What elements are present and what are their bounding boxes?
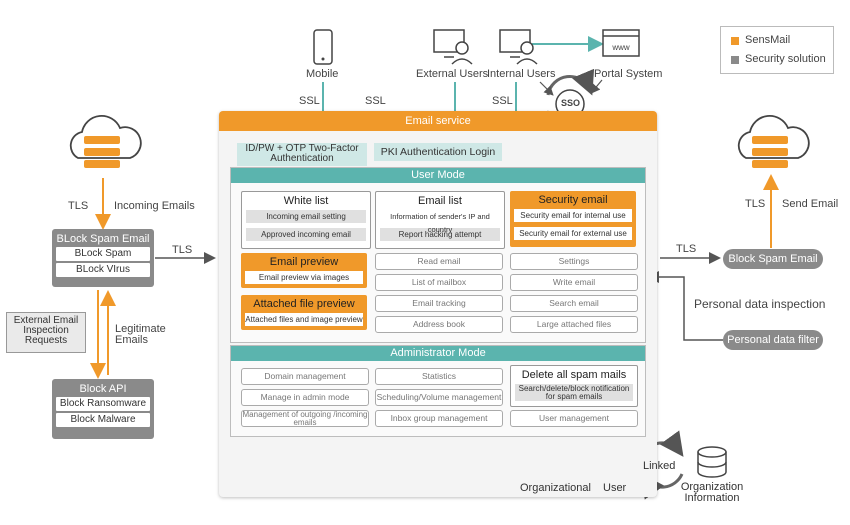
mobile-label: Mobile — [306, 68, 339, 80]
read-email-button[interactable]: Read email — [375, 253, 503, 270]
personal-data-inspection-label: Personal data inspection — [694, 297, 826, 311]
legend-label-sensmail: SensMail — [745, 34, 791, 46]
portal-system-label: Portal System — [594, 68, 663, 80]
tls-label-right-mid: TLS — [676, 243, 697, 255]
security-email-card: Security email Security email for intern… — [510, 191, 636, 247]
organizational-label: Organizational — [520, 482, 591, 494]
legend-swatch-sensmail — [731, 37, 739, 45]
external-email-inspection-requests: External Email Inspection Requests — [6, 312, 86, 353]
attached-file-preview-title: Attached file preview — [253, 298, 355, 310]
settings-button[interactable]: Settings — [510, 253, 638, 270]
user-management-button[interactable]: User management — [510, 410, 638, 427]
block-virus-item: BLock VIrus — [56, 263, 150, 277]
write-email-button[interactable]: Write email — [510, 274, 638, 291]
email-tracking-button[interactable]: Email tracking — [375, 295, 503, 312]
legitimate-emails-label: Legitimate Emails — [115, 323, 166, 346]
block-api-title: Block API — [79, 383, 127, 395]
block-ransomware-item: Block Ransomware — [56, 397, 150, 411]
legend-label-security: Security solution — [745, 53, 826, 65]
email-preview-item[interactable]: Email preview via images — [245, 271, 363, 284]
personal-data-line — [647, 271, 723, 341]
incoming-emails-label: Incoming Emails — [114, 200, 195, 212]
block-spam-item: BLock Spam — [56, 247, 150, 261]
scheduling-volume-button[interactable]: Scheduling/Volume management — [375, 389, 503, 406]
legend: SensMail Security solution — [720, 26, 834, 74]
delete-spam-item[interactable]: Search/delete/block notification for spa… — [515, 384, 633, 401]
email-service-panel: Email service ID/PW + OTP Two-Factor Aut… — [219, 111, 657, 497]
security-email-item[interactable]: Security email for external use — [514, 227, 632, 240]
block-spam-email-box: BLock Spam Email BLock Spam BLock VIrus — [52, 229, 154, 287]
user-mode-header: User Mode — [231, 168, 645, 183]
security-email-title: Security email — [538, 194, 608, 206]
block-malware-item: Block Malware — [56, 413, 150, 427]
pki-auth-box: PKI Authentication Login — [374, 143, 502, 161]
security-email-item[interactable]: Security email for internal use — [514, 209, 632, 222]
delete-spam-title: Delete all spam mails — [521, 369, 627, 381]
domain-management-button[interactable]: Domain management — [241, 368, 369, 385]
administrator-mode-section: Administrator Mode Domain management Man… — [230, 345, 646, 437]
list-of-mailbox-button[interactable]: List of mailbox — [375, 274, 503, 291]
block-api-box: Block API Block Ransomware Block Malware — [52, 379, 154, 439]
white-list-item[interactable]: Approved incoming email — [246, 228, 366, 241]
legend-swatch-security — [731, 56, 739, 64]
send-email-label: Send Email — [782, 198, 839, 210]
address-book-button[interactable]: Address book — [375, 316, 503, 333]
email-preview-card: Email preview Email preview via images — [241, 253, 367, 288]
tls-label-left-mid: TLS — [172, 244, 193, 256]
white-list-card: White list Incoming email setting Approv… — [241, 191, 371, 249]
email-list-item[interactable]: Report hacking attempt — [380, 228, 500, 241]
personal-data-filter: Personal data filter — [723, 330, 823, 350]
email-service-header: Email service — [219, 111, 657, 131]
attached-file-preview-item[interactable]: Attached files and image preview — [245, 313, 363, 326]
white-list-item[interactable]: Incoming email setting — [246, 210, 366, 223]
cloud-right-icon — [737, 115, 810, 168]
user-label: User — [603, 482, 627, 494]
svg-text:www: www — [611, 43, 630, 52]
sso-label: SSO — [561, 98, 581, 108]
ssl-label-3: SSL — [492, 95, 513, 107]
email-preview-title: Email preview — [269, 256, 339, 268]
ssl-label-2: SSL — [365, 95, 386, 107]
block-spam-email-right: Block Spam Email — [723, 249, 823, 269]
email-list-item[interactable]: Information of sender's IP and country — [390, 212, 490, 234]
large-attached-files-button[interactable]: Large attached files — [510, 316, 638, 333]
attached-file-preview-card: Attached file preview Attached files and… — [241, 295, 367, 330]
email-list-title: Email list — [417, 195, 462, 207]
two-factor-auth-box: ID/PW + OTP Two-Factor Authentication — [237, 143, 367, 166]
block-spam-email-title: BLock Spam Email — [56, 233, 150, 245]
linked-label: Linked — [643, 460, 676, 472]
ssl-label-1: SSL — [299, 95, 320, 107]
external-users-label: External Users — [416, 68, 489, 80]
admin-mode-header: Administrator Mode — [231, 346, 645, 361]
tls-label-right-top: TLS — [745, 198, 766, 210]
statistics-button[interactable]: Statistics — [375, 368, 503, 385]
internal-users-label: Internal Users — [487, 68, 556, 80]
inbox-group-management-button[interactable]: Inbox group management — [375, 410, 503, 427]
mobile-icon — [313, 29, 333, 65]
white-list-title: White list — [283, 195, 329, 207]
internal-users-icon — [499, 29, 538, 65]
cloud-left-icon — [69, 115, 142, 168]
delete-spam-card: Delete all spam mails Search/delete/bloc… — [510, 365, 638, 407]
email-list-card: Email list Information of sender's IP an… — [375, 191, 505, 249]
organization-information-icon — [697, 446, 727, 478]
portal-system-icon: www — [602, 29, 640, 57]
organization-information-label: Organization Information — [680, 481, 744, 504]
manage-in-admin-mode-button[interactable]: Manage in admin mode — [241, 389, 369, 406]
user-mode-section: User Mode White list Incoming email sett… — [230, 167, 646, 343]
external-users-icon — [433, 29, 473, 65]
outgoing-incoming-management-button[interactable]: Management of outgoing /incoming emails — [241, 410, 369, 427]
search-email-button[interactable]: Search email — [510, 295, 638, 312]
tls-label-left-top: TLS — [68, 200, 89, 212]
